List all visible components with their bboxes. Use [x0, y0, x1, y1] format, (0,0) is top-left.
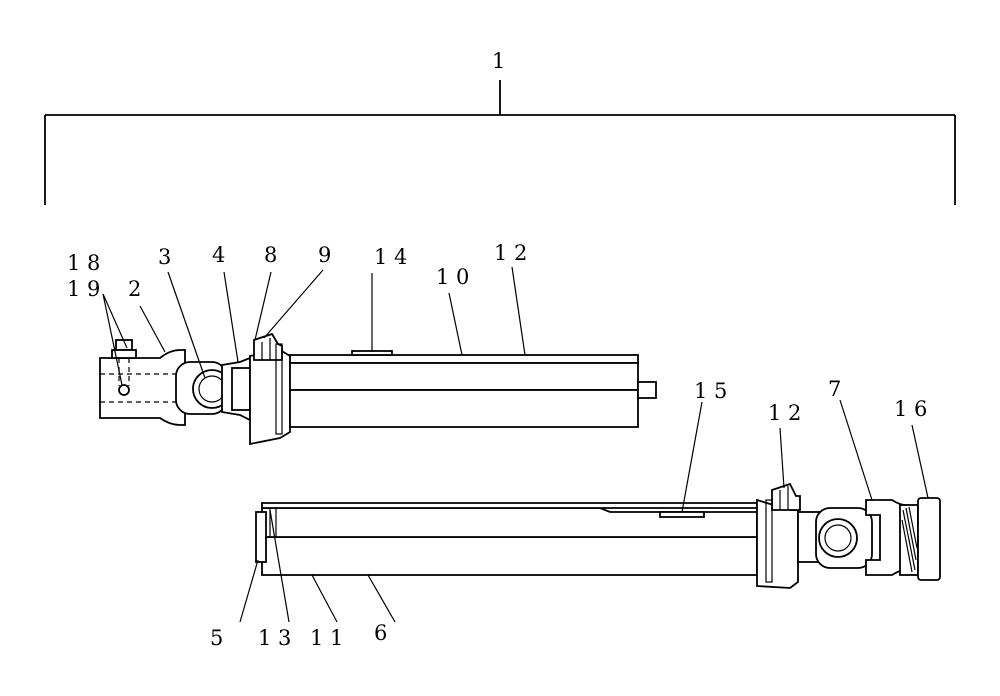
label-9: 9 — [318, 243, 331, 267]
label-18: 1 8 — [67, 251, 100, 275]
label-5: 5 — [210, 626, 223, 650]
label-3: 3 — [158, 245, 171, 269]
grease-nipple-14 — [351, 350, 393, 356]
label-10: 1 0 — [436, 265, 469, 289]
label-4: 4 — [212, 243, 225, 267]
guard-cone-8 — [249, 349, 291, 446]
end-cap-5 — [255, 511, 267, 563]
assembly-bracket — [44, 80, 956, 205]
lower-guard-tube-6 — [261, 536, 758, 576]
label-1: 1 — [492, 49, 505, 73]
guard-cone-right — [756, 498, 799, 589]
label-8: 8 — [264, 243, 277, 267]
label-14: 1 4 — [374, 245, 407, 269]
upper-shaft-assembly — [99, 332, 657, 446]
outer-guard-10 — [289, 362, 639, 391]
leader-lines — [102, 266, 929, 623]
label-12-upper: 1 2 — [494, 241, 527, 265]
pin-19 — [118, 384, 130, 396]
guard-clip-9 — [253, 332, 283, 361]
callout-labels: 1 1 8 1 9 2 3 4 8 9 1 4 1 0 1 2 1 5 1 2 … — [67, 49, 927, 650]
label-12-lower: 1 2 — [768, 401, 801, 425]
grease-nipple-15 — [659, 511, 705, 518]
label-13: 1 3 — [258, 626, 291, 650]
label-7: 7 — [828, 377, 841, 401]
outer-tube-12 — [289, 354, 639, 364]
label-15: 1 5 — [694, 379, 727, 403]
inner-shaft-end — [637, 381, 657, 399]
label-6: 6 — [374, 621, 387, 645]
clutch-flange-16 — [917, 497, 941, 581]
label-19: 1 9 — [67, 277, 100, 301]
yoke-2 — [99, 349, 186, 426]
label-16: 1 6 — [894, 397, 927, 421]
label-11: 1 1 — [310, 626, 343, 650]
label-2: 2 — [128, 277, 141, 301]
lower-shaft-assembly — [255, 482, 941, 589]
